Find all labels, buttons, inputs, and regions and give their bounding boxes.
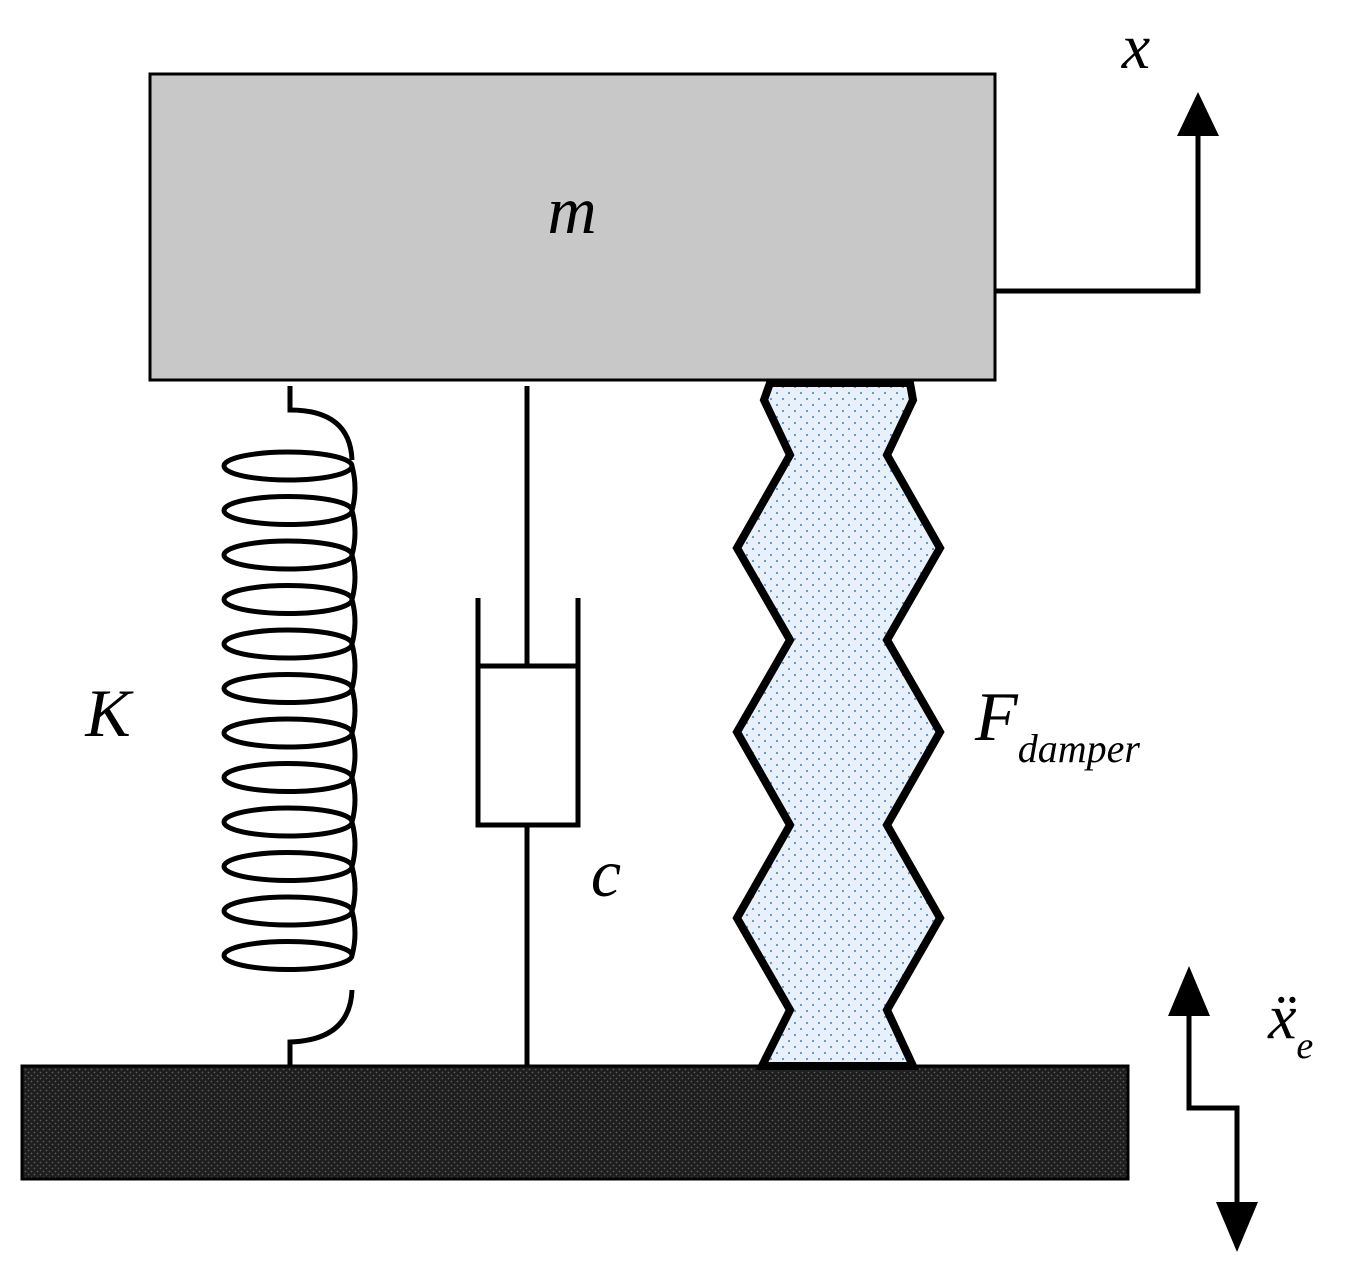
excitation-arrow-up-head [1168,966,1210,1016]
excitation-label: ẍe [1267,981,1313,1067]
displacement-arrow-line [995,130,1201,294]
stiffness-label: K [84,675,134,751]
viscous-damper [475,386,581,1066]
excitation-main: ẍ [1267,981,1297,1052]
nonlinear-damper-body [732,379,945,1070]
damper-force-sub: damper [1018,726,1141,771]
spring-top-lead [287,386,355,461]
spring-coils [221,449,358,972]
excitation-sub: e [1296,1025,1313,1067]
spring-bottom-lead [287,989,355,1066]
mass-label: m [547,172,596,248]
excitation-arrow-down-head [1216,1202,1258,1252]
damper-force-main: F [974,679,1019,756]
displacement-arrow-head [1177,92,1219,136]
mass-block [148,72,997,382]
damping-label: c [591,835,621,911]
spring [221,386,358,1066]
damper-force-label: Fdamper [974,679,1140,771]
ground-base [20,1064,1130,1181]
excitation-arrow-line [1186,1010,1240,1208]
displacement-label: x [1121,11,1150,82]
